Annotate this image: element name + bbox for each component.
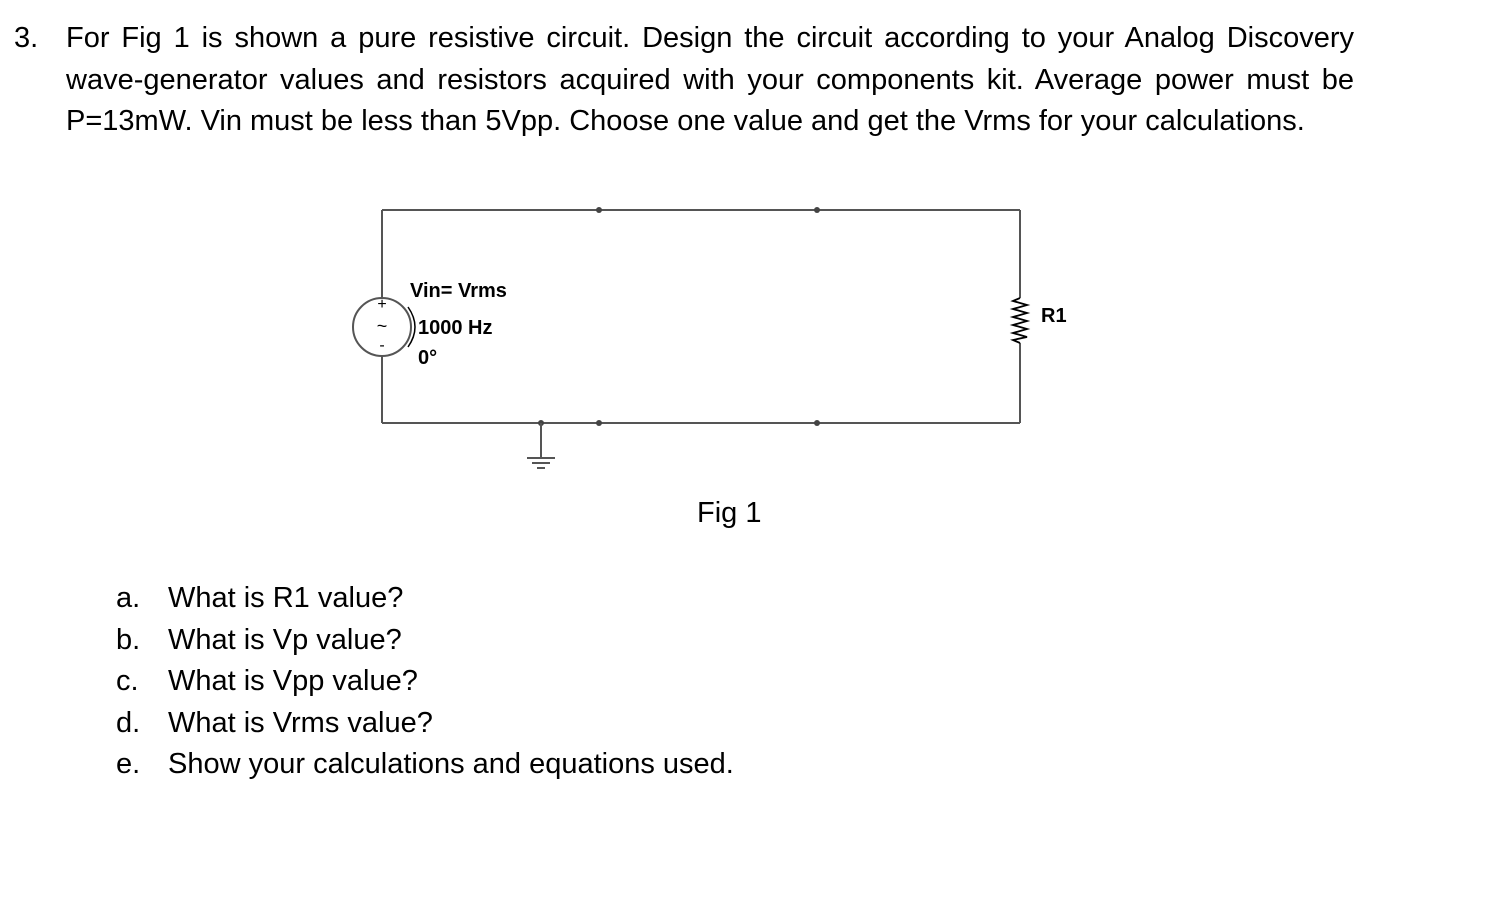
source-phase-label: 0° <box>418 347 437 369</box>
list-item: c. What is Vpp value? <box>116 661 734 703</box>
list-item: a. What is R1 value? <box>116 578 734 620</box>
question-text: What is Vrms value? <box>168 706 433 739</box>
problem-statement: 3. For Fig 1 is shown a pure resistive c… <box>14 18 1354 143</box>
ac-source-icon <box>352 297 412 357</box>
source-tilde-sign: ~ <box>377 316 388 336</box>
question-letter: b. <box>116 623 141 656</box>
list-item: e. Show your calculations and equations u… <box>116 744 734 786</box>
problem-text: For Fig 1 is shown a pure resistive circ… <box>66 22 1354 137</box>
source-vin-label: Vin= Vrms <box>410 280 507 302</box>
source-label-bracket <box>407 306 416 348</box>
source-frequency-label: 1000 Hz <box>418 317 493 339</box>
junction-dot <box>596 420 602 426</box>
question-text: Show your calculations and equations use… <box>168 748 734 780</box>
junction-dot <box>814 420 820 426</box>
ground-icon <box>527 423 555 469</box>
list-item: d. What is Vrms value? <box>116 703 734 745</box>
figure-caption: Fig 1 <box>697 497 762 529</box>
question-text: What is R1 value? <box>168 582 404 614</box>
question-text: What is Vp value? <box>168 623 402 656</box>
resistor-icon <box>1009 297 1031 344</box>
ac-voltage-source: + ~ - <box>352 296 412 357</box>
question-text: What is Vpp value? <box>168 665 418 697</box>
question-list: a.What is R1 value? b.What is Vp value? … <box>116 578 734 786</box>
problem-number: 3. <box>14 22 39 54</box>
question-letter: a. <box>116 582 141 614</box>
question-letter: c. <box>116 665 139 697</box>
source-minus-sign: - <box>379 337 384 354</box>
resistor-label: R1 <box>1041 305 1067 327</box>
junction-dot <box>814 207 820 213</box>
source-plus-sign: + <box>377 296 386 313</box>
question-letter: d. <box>116 706 141 739</box>
question-letter: e. <box>116 748 141 780</box>
junction-dots <box>538 207 820 426</box>
junction-dot <box>596 207 602 213</box>
list-item: b. What is Vp value? <box>116 620 734 662</box>
